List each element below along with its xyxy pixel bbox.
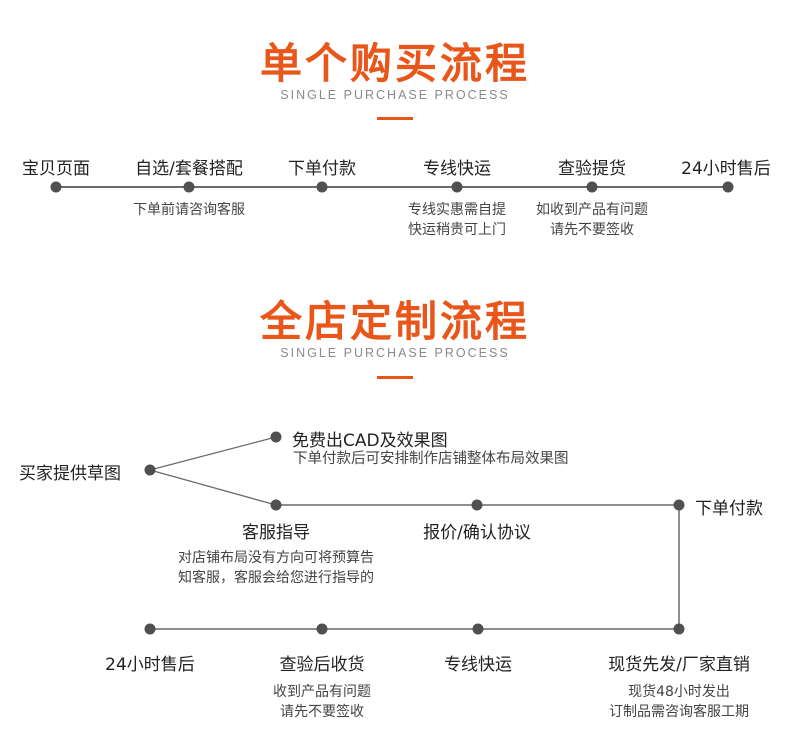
note-line: 快运稍贵可上门 [408,222,506,238]
s1-step-label: 宝贝页面 [22,159,90,179]
section1-timeline [56,186,728,188]
section2-divider [377,376,413,379]
s2-start-dot [144,464,156,476]
s1-step-dot [316,181,328,193]
s1-step-label: 下单付款 [288,159,356,179]
s2-ship-dot [673,623,685,635]
s2-guide-dot [270,499,282,511]
s1-step-note: 下单前请咨询客服 [133,200,245,220]
s1-step-dot [451,181,463,193]
section2-subtitle: SINGLE PURCHASE PROCESS [280,346,510,360]
s2-guide-label: 客服指导 [242,523,310,543]
section2-title: 全店定制流程 [259,297,530,346]
s1-step-dot [586,181,598,193]
s2-ship-note: 现货48小时发出 订制品需咨询客服工期 [609,682,749,722]
s2-quote-label: 报价/确认协议 [423,523,531,543]
s2-express-dot [472,623,484,635]
s1-step-note: 如收到产品有问题 请先不要签收 [536,200,648,240]
branch-line-cad [149,436,277,471]
s2-express-label: 专线快运 [444,655,512,675]
note-line: 请先不要签收 [550,222,634,238]
s2-pay-label: 下单付款 [695,499,763,519]
note-line: 收到产品有问题 [273,684,371,700]
s2-cad-label: 免费出CAD及效果图 [292,431,448,451]
s2-cad-note: 下单付款后可安排制作店铺整体布局效果图 [293,451,569,467]
s2-aftersale-label: 24小时售后 [105,655,195,675]
note-line: 专线实惠需自提 [408,202,506,218]
section1-subtitle: SINGLE PURCHASE PROCESS [280,88,510,102]
note-line: 现货48小时发出 [628,684,730,700]
s2-quote-dot [471,499,483,511]
s2-pay-dot [673,499,685,511]
branch-line-guide [149,469,277,506]
s1-step-label: 查验提货 [558,159,626,179]
note-line: 下单前请咨询客服 [133,202,245,218]
note-line: 订制品需咨询客服工期 [609,704,749,720]
note-line: 请先不要签收 [280,704,364,720]
s1-step-note: 专线实惠需自提 快运稍贵可上门 [408,200,506,240]
s2-inspect-note: 收到产品有问题 请先不要签收 [273,682,371,722]
s2-inspect-dot [316,623,328,635]
note-line: 如收到产品有问题 [536,202,648,218]
s1-step-label: 专线快运 [423,159,491,179]
s1-step-label: 自选/套餐搭配 [135,159,243,179]
s2-inspect-label: 查验后收货 [279,655,365,675]
section1-title: 单个购买流程 [259,39,530,88]
s1-step-dot [183,181,195,193]
note-line: 知客服，客服会给您进行指导的 [178,570,374,586]
s1-step-label: 24小时售后 [681,159,771,179]
s2-start-label: 买家提供草图 [19,464,121,484]
s1-step-dot [50,181,62,193]
s2-guide-note: 对店铺布局没有方向可将预算告 知客服，客服会给您进行指导的 [178,548,374,588]
s2-aftersale-dot [144,623,156,635]
section1-divider [377,117,413,120]
s2-ship-label: 现货先发/厂家直销 [608,655,750,675]
s1-step-dot [722,181,734,193]
s2-cad-dot [270,431,282,443]
note-line: 对店铺布局没有方向可将预算告 [178,550,374,566]
